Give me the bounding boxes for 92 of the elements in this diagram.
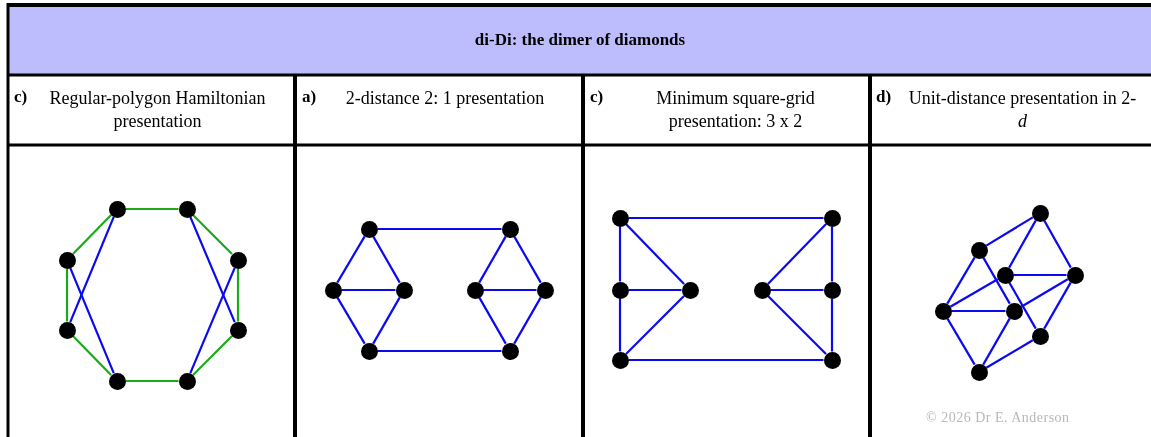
vertex-dot xyxy=(466,281,484,299)
graph-edge xyxy=(192,335,233,376)
graph-edge xyxy=(1008,281,1037,330)
panel-letter: c) xyxy=(14,87,28,107)
graph-edge xyxy=(1020,278,1069,308)
vertex-dot xyxy=(1031,204,1049,222)
vertex-dot xyxy=(360,220,378,238)
graph-edge xyxy=(336,235,366,284)
graph-edge xyxy=(1008,219,1037,269)
graph-edge xyxy=(478,235,507,284)
graph-edge xyxy=(830,226,834,282)
vertex-dot xyxy=(996,266,1014,284)
vertex-dot xyxy=(108,372,126,390)
graph-edge xyxy=(830,298,834,352)
vertex-dot xyxy=(360,342,378,360)
panel-heading: Unit-distance presentation in 2-d xyxy=(907,87,1138,133)
graph-edge xyxy=(1043,281,1072,330)
graph-edge xyxy=(625,223,685,285)
vertex-dot xyxy=(536,281,554,299)
vertex-dot xyxy=(970,363,988,381)
vertex-dot xyxy=(753,281,771,299)
graph-edge xyxy=(625,295,685,355)
graph-edge xyxy=(372,235,401,284)
graph-edge xyxy=(72,335,112,376)
graph-edge xyxy=(628,288,682,292)
vertex-dot xyxy=(501,342,519,360)
panel-letter: a) xyxy=(302,87,317,107)
graph-edge xyxy=(946,256,976,305)
graph-edge xyxy=(478,296,507,345)
vertex-dot xyxy=(229,251,247,269)
graph-edge xyxy=(69,216,115,323)
graph-edge xyxy=(946,317,976,366)
copyright-note: © 2026 Dr E. Anderson xyxy=(926,410,1070,426)
vertex-dot xyxy=(501,220,519,238)
vertex-dot xyxy=(823,351,841,369)
vertex-dot xyxy=(611,351,629,369)
graph-edge xyxy=(69,267,115,374)
graph-edge xyxy=(628,358,824,362)
graph-edge xyxy=(125,207,179,211)
graph-edge xyxy=(982,317,1011,366)
vertex-dot xyxy=(611,209,629,227)
graph-edge xyxy=(336,296,366,345)
vertex-dot xyxy=(611,281,629,299)
vertex-dot xyxy=(178,372,196,390)
graph-edge xyxy=(483,288,537,292)
graph-edge xyxy=(618,226,622,282)
panel-heading: Regular-polygon Hamiltonian presentation xyxy=(48,87,267,133)
graph-edge xyxy=(192,214,233,255)
graph-edge xyxy=(189,267,236,374)
graph-edge xyxy=(628,216,824,220)
vertex-dot xyxy=(970,241,988,259)
vertex-dot xyxy=(823,209,841,227)
graph-edge xyxy=(236,268,240,322)
graph-edge xyxy=(767,223,827,285)
graph-edge xyxy=(770,288,824,292)
graph-edge xyxy=(985,216,1034,247)
graph-edge xyxy=(767,295,827,355)
graph-edge xyxy=(985,339,1034,369)
graph-edge xyxy=(618,298,622,352)
panel-heading: Minimum square-grid presentation: 3 x 2 xyxy=(655,87,816,133)
vertex-dot xyxy=(324,281,342,299)
vertex-dot xyxy=(229,321,247,339)
vertex-dot xyxy=(58,251,76,269)
graph-edge xyxy=(1043,219,1072,269)
graph-edge xyxy=(65,268,69,322)
panel-letter: c) xyxy=(590,87,604,107)
panel-heading: 2-distance 2: 1 presentation xyxy=(344,87,546,110)
vertex-dot xyxy=(823,281,841,299)
graph-edge xyxy=(1013,273,1067,277)
vertex-dot xyxy=(934,302,952,320)
graph-edge xyxy=(513,235,542,284)
graph-edge xyxy=(125,379,179,383)
graph-edge xyxy=(513,296,542,345)
graph-edge xyxy=(982,256,1011,305)
graph-edge xyxy=(189,216,236,323)
vertex-dot xyxy=(1066,266,1084,284)
graph-edge xyxy=(951,309,1006,313)
vertex-dot xyxy=(178,200,196,218)
graph-edge xyxy=(341,288,396,292)
graph-edge xyxy=(949,278,999,308)
vertex-dot xyxy=(1031,327,1049,345)
graph-edge xyxy=(377,349,502,353)
vertex-dot xyxy=(108,200,126,218)
vertex-dot xyxy=(58,321,76,339)
vertex-dot xyxy=(1005,302,1023,320)
vertex-dot xyxy=(395,281,413,299)
graph-edge xyxy=(372,296,401,345)
title: di-Di: the dimer of diamonds xyxy=(473,30,687,50)
graph-edge xyxy=(72,214,112,255)
vertex-dot xyxy=(681,281,699,299)
panel-letter: d) xyxy=(876,87,892,107)
graph-edge xyxy=(377,227,502,231)
